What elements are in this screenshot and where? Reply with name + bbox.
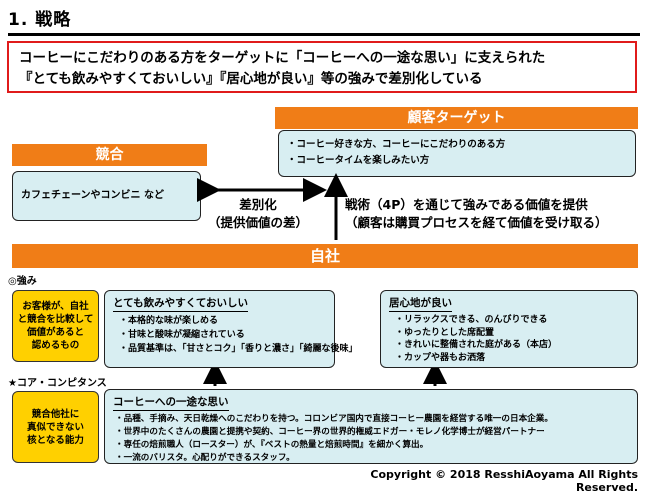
core-item: ・世界中のたくさんの農園と提携や契約、コーヒー界の世界的権威エドガー・モレノ化学… (115, 427, 545, 437)
differentiation-title: 差別化 (239, 197, 277, 212)
competition-header: 競合 (12, 144, 207, 166)
core-item: ・専任の焙煎職人（ロースター）が、『ベストの熱量と焙煎時間』を細かく算出。 (115, 440, 429, 450)
differentiation-subtitle: （提供価値の差） (207, 215, 308, 230)
taste-item: ・本格的な味が楽しめる (119, 316, 219, 326)
taste-item: ・品質基準は、「甘さとコク」「香りと濃さ」「綺麗な後味」 (119, 344, 358, 354)
taste-strength-box: とても飲みやすくておいしい ・本格的な味が楽しめる ・甘味と酸味が凝縮されている… (104, 290, 358, 368)
taste-item: ・甘味と酸味が凝縮されている (119, 330, 245, 340)
core-definition-box: 競合他社に 真似できない 核となる能力 (12, 391, 99, 463)
copyright-notice: Copyright © 2018 ResshiAoyama All Rights… (370, 468, 638, 494)
definition-line: 価値があると (26, 327, 84, 338)
strategy-summary-box: コーヒーにこだわりのある方をターゲットに「コーヒーへの一途な思い」に支えられた … (7, 41, 637, 93)
core-competence-box: コーヒーへの一途な思い ・品種、手摘み、天日乾燥へのこだわりを持つ。コロンビア国… (104, 389, 638, 464)
core-competence-title: コーヒーへの一途な思い (113, 394, 229, 411)
comfort-strength-box: 居心地が良い ・リラックスできる、のんびりできる ・ゆったりとした席配置 ・きれ… (380, 290, 638, 368)
comfort-item: ・きれいに整備された庭がある（本店） (395, 340, 558, 350)
competition-text: カフェチェーンやコンビニ など (21, 190, 164, 201)
definition-line: 核となる能力 (27, 434, 84, 446)
core-item: ・品種、手摘み、天日乾燥へのこだわりを持つ。コロンビア国内で直接コーヒー農園を経… (115, 414, 553, 424)
definition-line: 認めるもの (31, 340, 80, 351)
tactics-line-2: （顧客は購買プロセスを経て価値を受け取る） (345, 215, 608, 230)
definition-line: お客様が、自社 (22, 301, 89, 312)
core-competence-label: ★コア・コンピタンス (8, 378, 107, 389)
definition-line: と競合を比較して (17, 314, 94, 325)
page-title: 1. 戦略 (8, 10, 72, 30)
definition-line: 真似できない (26, 421, 84, 433)
target-item: ・コーヒー好きな方、コーヒーにこだわりのある方 (287, 139, 506, 150)
comfort-item: ・リラックスできる、のんびりできる (395, 315, 548, 325)
definition-line: 競合他社に (31, 408, 80, 420)
comfort-item: ・ゆったりとした席配置 (395, 327, 495, 338)
title-underline (8, 33, 640, 36)
core-item: ・一流のバリスタ。心配りができるスタッフ。 (115, 453, 295, 463)
differentiation-label: 差別化 （提供価値の差） (203, 196, 313, 232)
summary-line-1: コーヒーにこだわりのある方をターゲットに「コーヒーへの一途な思い」に支えられた (19, 50, 546, 66)
tactics-line-1: 戦術（4P）を通じて強みである価値を提供 (345, 197, 588, 212)
taste-strength-title: とても飲みやすくておいしい (113, 295, 249, 312)
strengths-label: ◎強み (8, 276, 37, 287)
target-box: ・コーヒー好きな方、コーヒーにこだわりのある方 ・コーヒータイムを楽しみたい方 (278, 130, 636, 177)
target-item: ・コーヒータイムを楽しみたい方 (287, 155, 430, 166)
summary-line-2: 『とても飲みやすくておいしい』『居心地が良い』等の強みで差別化している (19, 71, 483, 87)
comfort-strength-title: 居心地が良い (389, 295, 452, 312)
strengths-definition-box: お客様が、自社 と競合を比較して 価値があると 認めるもの (12, 290, 99, 362)
target-header: 顧客ターゲット (275, 107, 638, 129)
self-company-header: 自社 (12, 244, 638, 268)
comfort-item: ・カップや器もお洒落 (395, 352, 486, 363)
tactics-label: 戦術（4P）を通じて強みである価値を提供 （顧客は購買プロセスを経て価値を受け取… (345, 196, 640, 232)
